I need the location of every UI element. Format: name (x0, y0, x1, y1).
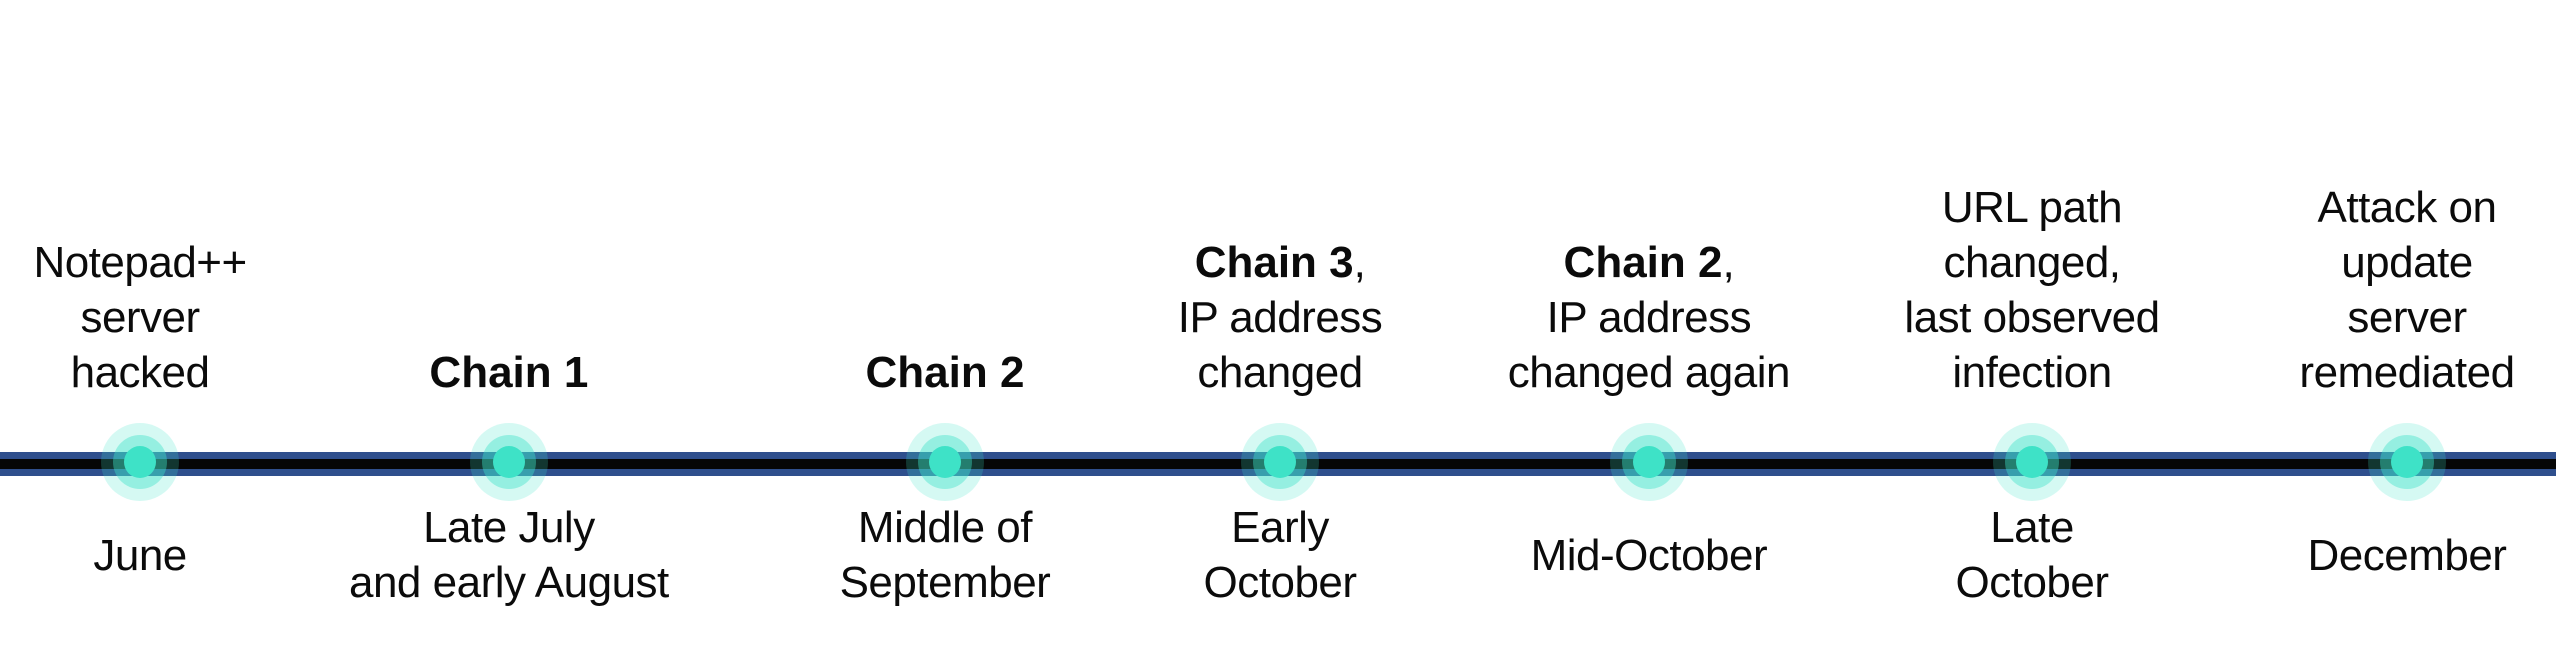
event-title: Chain 1 (429, 345, 588, 400)
title-line: last observed (1904, 293, 2160, 342)
event-title: Chain 2, IP address changed again (1507, 235, 1791, 400)
date-line: October (1203, 558, 1358, 607)
timeline-dot (905, 423, 984, 501)
event-date: Late July and early August (349, 500, 669, 610)
dot-core (2016, 446, 2049, 478)
title-suffix: , (1353, 238, 1366, 287)
date-line: Late (1990, 503, 2074, 552)
event-date: June (93, 500, 187, 610)
title-line: remediated (2299, 348, 2515, 397)
dot-core (928, 446, 961, 478)
title-line: Chain 2 (865, 348, 1025, 397)
date-line: June (93, 530, 187, 580)
event-title: Attack on update server remediated (2299, 180, 2515, 400)
title-line: Chain 3, (1178, 235, 1383, 290)
date-line: September (839, 558, 1051, 607)
dot-core (1264, 446, 1297, 478)
title-bold-text: Chain 3 (1194, 238, 1354, 287)
dot-core (124, 446, 157, 478)
timeline-dot (2367, 423, 2446, 501)
date-line: and early August (348, 558, 669, 607)
event-title: Notepad++ server hacked (33, 235, 247, 400)
date-line: Late July (423, 503, 595, 552)
title-line: server (2347, 293, 2467, 342)
title-line: Chain 2, (1508, 235, 1790, 290)
event-date: Early October (1203, 500, 1358, 610)
date-line: Middle of (857, 503, 1033, 552)
dot-core (2390, 446, 2423, 478)
title-line: Chain 1 (429, 348, 589, 397)
date-line: Early (1231, 503, 1329, 552)
title-bold-text: Chain 2 (1563, 238, 1723, 287)
title-line: infection (1952, 348, 2112, 397)
event-title: Chain 2 (865, 345, 1024, 400)
title-line: hacked (70, 348, 210, 397)
dot-core (1632, 446, 1665, 478)
title-line: URL path (1941, 183, 2123, 232)
date-line: December (2307, 530, 2507, 580)
title-suffix: , (1722, 238, 1735, 287)
title-line: Attack on (2317, 183, 2497, 232)
title-line: IP address (1177, 293, 1383, 342)
title-line: changed (1197, 348, 1363, 397)
date-line: Mid-October (1530, 530, 1768, 580)
timeline-dot (101, 423, 180, 501)
event-title: Chain 3, IP address changed (1178, 235, 1383, 400)
title-line: IP address (1546, 293, 1752, 342)
event-date: December (2308, 500, 2507, 610)
timeline-dot (1609, 423, 1688, 501)
title-line: changed again (1507, 348, 1791, 397)
date-line: October (1955, 558, 2110, 607)
event-title: URL path changed, last observed infectio… (1904, 180, 2160, 400)
event-date: Middle of September (840, 500, 1051, 610)
title-line: server (80, 293, 200, 342)
dot-core (492, 446, 525, 478)
timeline-dot (1993, 423, 2072, 501)
title-line: update (2341, 238, 2473, 287)
event-date: Mid-October (1531, 500, 1768, 610)
event-date: Late October (1955, 500, 2110, 610)
timeline-dot (469, 423, 548, 501)
timeline-dot (1241, 423, 1320, 501)
title-line: Notepad++ (33, 238, 247, 287)
title-line: changed, (1943, 238, 2121, 287)
